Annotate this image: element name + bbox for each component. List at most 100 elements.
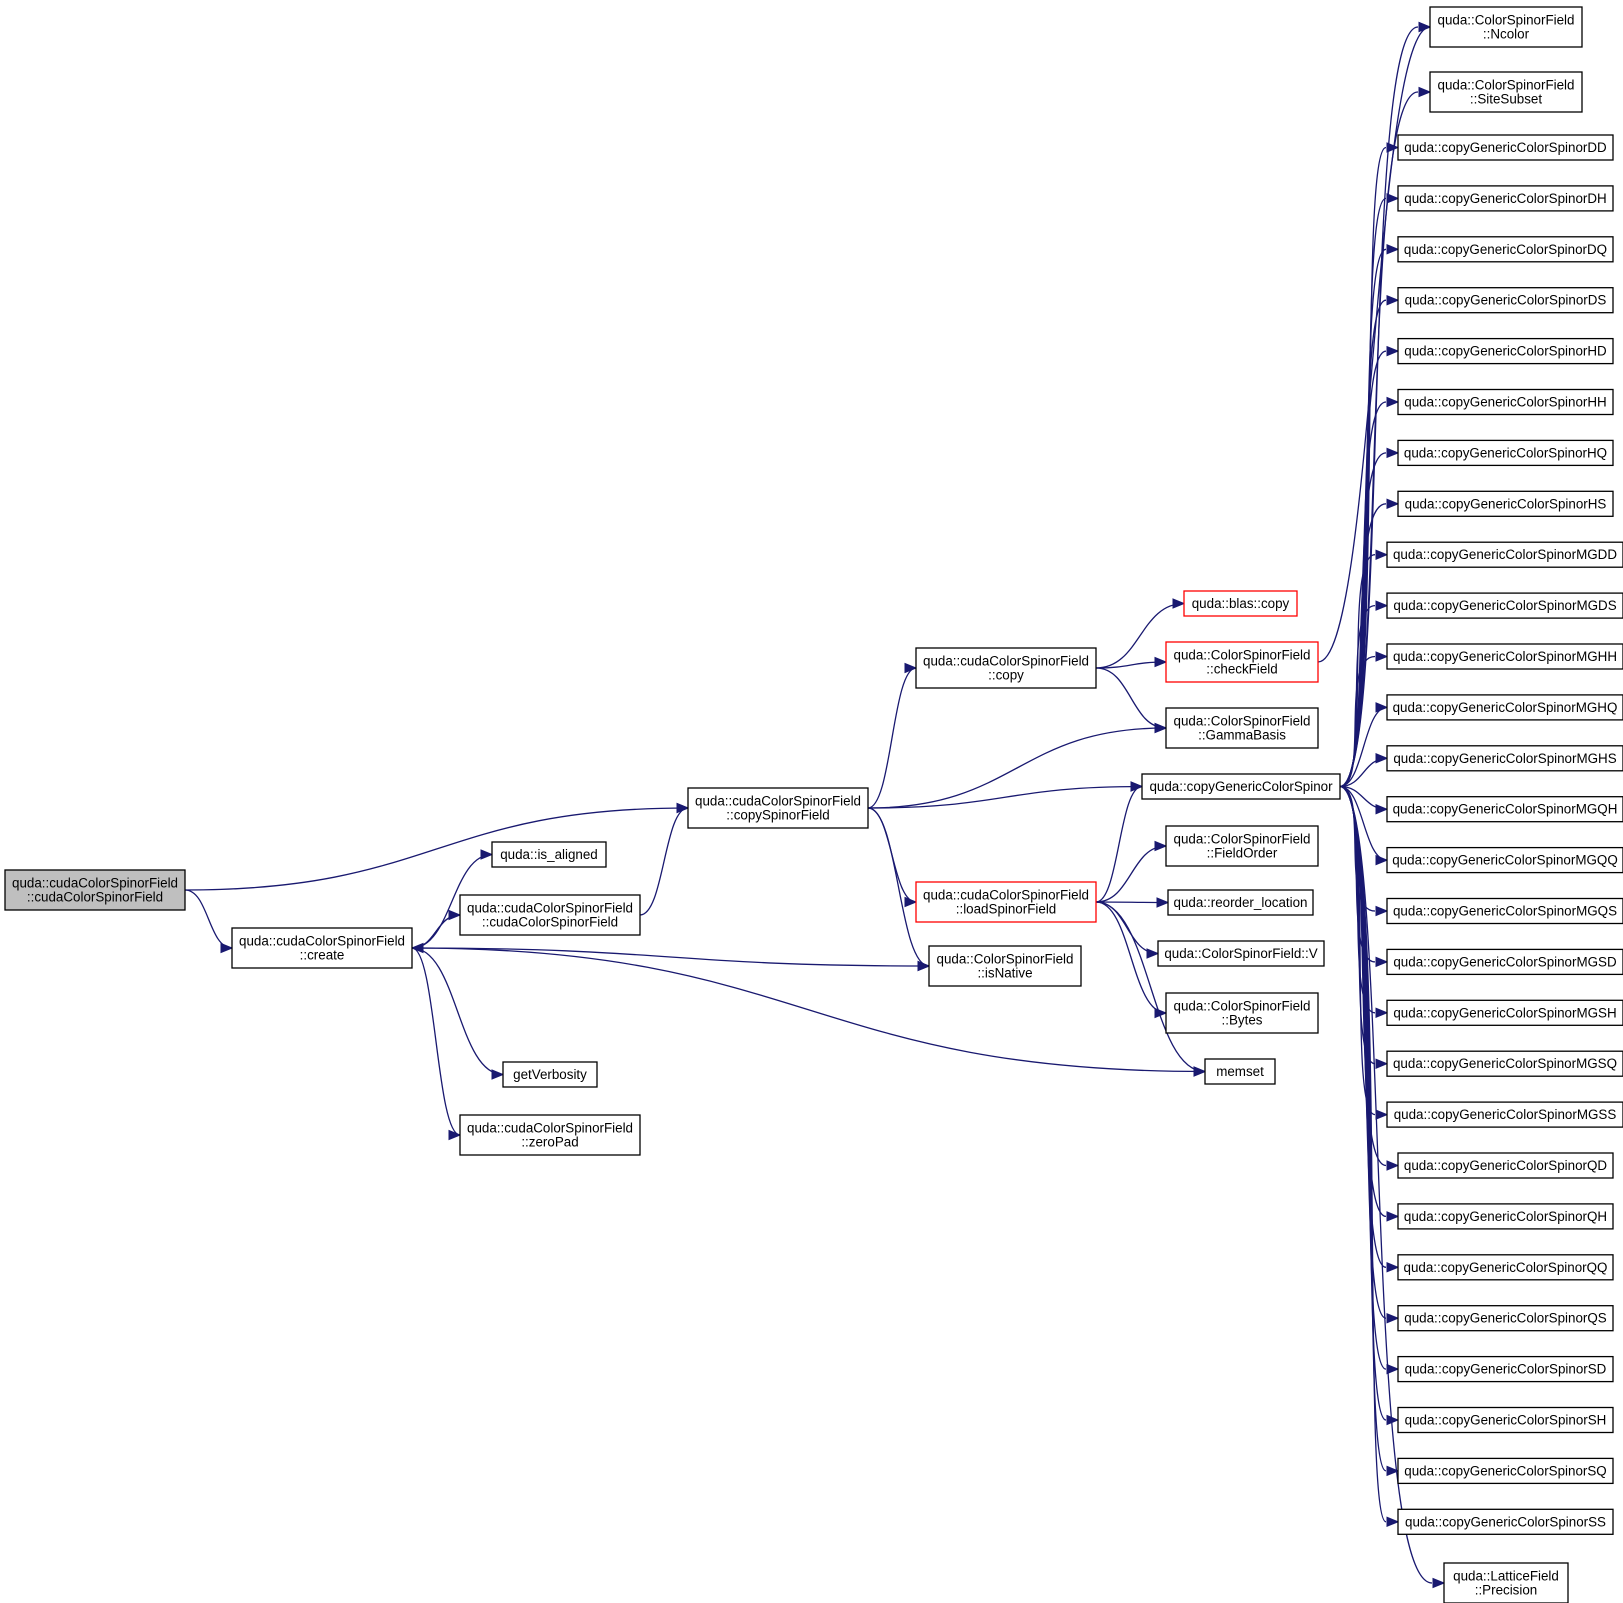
node-MGQQ[interactable]: quda::copyGenericColorSpinorMGQQ: [1386, 846, 1623, 874]
node-zeroPad[interactable]: quda::cudaColorSpinorField::zeroPad: [459, 1114, 641, 1156]
edge-copySF-to-cgcs: [867, 785, 1143, 809]
node-label-line: ::copy: [988, 668, 1024, 683]
node-MGSH[interactable]: quda::copyGenericColorSpinorMGSH: [1386, 999, 1623, 1026]
node-label-line: quda::copyGenericColorSpinorDS: [1405, 293, 1607, 308]
edge-create-to-is_aligned-arrowhead: [480, 849, 494, 860]
node-root[interactable]: quda::cudaColorSpinorField::cudaColorSpi…: [4, 869, 186, 911]
node-precision[interactable]: quda::LatticeField::Precision: [1443, 1562, 1569, 1603]
node-box: [1397, 1508, 1614, 1535]
node-label-line: ::cudaColorSpinorField: [482, 915, 618, 930]
node-MGQS[interactable]: quda::copyGenericColorSpinorMGQS: [1386, 897, 1623, 925]
node-label-line: quda::copyGenericColorSpinorMGQQ: [1392, 853, 1618, 868]
node-box: [491, 841, 607, 868]
node-box: [1386, 1101, 1623, 1128]
node-SS[interactable]: quda::copyGenericColorSpinorSS: [1397, 1508, 1614, 1535]
edge-cgcs-to-MGSS-arrowhead: [1375, 1109, 1389, 1120]
node-MGSQ[interactable]: quda::copyGenericColorSpinorMGSQ: [1386, 1050, 1623, 1077]
node-siteSubset[interactable]: quda::ColorSpinorField::SiteSubset: [1429, 71, 1583, 113]
node-HD[interactable]: quda::copyGenericColorSpinorHD: [1397, 337, 1614, 365]
edge-copy-to-blasCopy-arrowhead: [1172, 598, 1186, 609]
node-box: [1386, 846, 1623, 874]
node-MGDD[interactable]: quda::copyGenericColorSpinorMGDD: [1386, 541, 1623, 568]
node-getVerb[interactable]: getVerbosity: [502, 1061, 598, 1088]
edge-cgcs-to-HQ-arrowhead: [1386, 447, 1400, 459]
node-label-line: quda::ColorSpinorField::V: [1164, 946, 1317, 961]
node-V[interactable]: quda::ColorSpinorField::V: [1157, 940, 1325, 967]
node-label-line: quda::copyGenericColorSpinorMGQS: [1393, 904, 1617, 919]
node-SQ[interactable]: quda::copyGenericColorSpinorSQ: [1397, 1457, 1614, 1485]
node-MGHQ[interactable]: quda::copyGenericColorSpinorMGHQ: [1386, 694, 1623, 721]
node-MGHS[interactable]: quda::copyGenericColorSpinorMGHS: [1386, 745, 1623, 772]
node-isNative[interactable]: quda::ColorSpinorField::isNative: [928, 945, 1082, 987]
node-box: [231, 927, 413, 969]
node-QS[interactable]: quda::copyGenericColorSpinorQS: [1397, 1305, 1614, 1332]
node-HQ[interactable]: quda::copyGenericColorSpinorHQ: [1397, 439, 1614, 467]
node-label-line: quda::copyGenericColorSpinorMGHH: [1393, 649, 1617, 664]
node-label-line: quda::copyGenericColorSpinorQQ: [1404, 1260, 1608, 1275]
node-DH[interactable]: quda::copyGenericColorSpinorDH: [1397, 185, 1614, 212]
node-is_aligned[interactable]: quda::is_aligned: [491, 841, 607, 868]
node-box: [1386, 897, 1623, 925]
node-label-line: quda::reorder_location: [1174, 895, 1308, 910]
edge-cgcs-to-MGDS-arrowhead: [1375, 600, 1389, 611]
call-edges: [184, 21, 1446, 1589]
node-QQ[interactable]: quda::copyGenericColorSpinorQQ: [1397, 1254, 1614, 1281]
edge-loadSF-to-cgcs-arrowhead: [1130, 781, 1144, 792]
node-DD[interactable]: quda::copyGenericColorSpinorDD: [1397, 134, 1614, 161]
node-fieldOrder[interactable]: quda::ColorSpinorField::FieldOrder: [1165, 825, 1319, 867]
node-label-line: ::FieldOrder: [1207, 846, 1278, 861]
edge-copySF-to-isNative-arrowhead: [917, 960, 931, 972]
node-SD[interactable]: quda::copyGenericColorSpinorSD: [1397, 1355, 1614, 1383]
node-label-line: quda::cudaColorSpinorField: [923, 888, 1089, 903]
node-label-line: quda::copyGenericColorSpinorMGSH: [1393, 1005, 1616, 1020]
node-QH[interactable]: quda::copyGenericColorSpinorQH: [1397, 1203, 1614, 1230]
edge-loadSF-to-cgcs: [1095, 785, 1143, 903]
node-gamma[interactable]: quda::ColorSpinorField::GammaBasis: [1165, 707, 1319, 749]
node-copySF[interactable]: quda::cudaColorSpinorField::copySpinorFi…: [687, 787, 869, 829]
edge-copySF-to-copy: [867, 667, 917, 809]
node-QD[interactable]: quda::copyGenericColorSpinorQD: [1397, 1152, 1614, 1179]
node-box: [502, 1061, 598, 1088]
node-blasCopy[interactable]: quda::blas::copy: [1183, 590, 1298, 617]
node-box: [1386, 948, 1623, 976]
node-HS[interactable]: quda::copyGenericColorSpinorHS: [1397, 490, 1614, 517]
node-label-line: quda::copyGenericColorSpinorSQ: [1404, 1463, 1606, 1478]
node-box: [1165, 641, 1319, 683]
node-copy[interactable]: quda::cudaColorSpinorField::copy: [915, 647, 1097, 689]
node-label-line: quda::copyGenericColorSpinorQD: [1404, 1158, 1608, 1173]
node-loadSF[interactable]: quda::cudaColorSpinorField::loadSpinorFi…: [915, 881, 1097, 923]
node-reorder[interactable]: quda::reorder_location: [1167, 889, 1314, 916]
node-box: [915, 647, 1097, 689]
node-box: [1386, 643, 1623, 670]
node-MGSD[interactable]: quda::copyGenericColorSpinorMGSD: [1386, 948, 1623, 976]
edge-copy-to-gamma-arrowhead: [1154, 722, 1168, 734]
node-ncolor[interactable]: quda::ColorSpinorField::Ncolor: [1429, 6, 1583, 48]
node-ccsf2[interactable]: quda::cudaColorSpinorField::cudaColorSpi…: [459, 894, 641, 936]
edge-copySF-to-copy-arrowhead: [904, 662, 918, 674]
node-label-line: quda::ColorSpinorField: [1174, 648, 1311, 663]
node-bytes[interactable]: quda::ColorSpinorField::Bytes: [1165, 992, 1319, 1034]
node-box: [459, 1114, 641, 1156]
node-label-line: ::create: [300, 948, 345, 963]
node-MGHH[interactable]: quda::copyGenericColorSpinorMGHH: [1386, 643, 1623, 670]
node-label-line: quda::cudaColorSpinorField: [695, 794, 861, 809]
node-box: [1397, 388, 1614, 416]
node-cgcs[interactable]: quda::copyGenericColorSpinor: [1141, 773, 1341, 800]
node-create[interactable]: quda::cudaColorSpinorField::create: [231, 927, 413, 969]
edge-cgcs-to-HS-arrowhead: [1386, 498, 1400, 510]
node-MGQH[interactable]: quda::copyGenericColorSpinorMGQH: [1386, 796, 1623, 823]
node-DS[interactable]: quda::copyGenericColorSpinorDS: [1397, 287, 1614, 314]
node-label-line: quda::cudaColorSpinorField: [923, 654, 1089, 669]
node-checkField[interactable]: quda::ColorSpinorField::checkField: [1165, 641, 1319, 683]
node-DQ[interactable]: quda::copyGenericColorSpinorDQ: [1397, 236, 1614, 263]
node-label-line: quda::copyGenericColorSpinorDQ: [1404, 242, 1607, 257]
node-box: [1397, 1457, 1614, 1485]
edge-ccsf2-to-copySF-arrowhead: [676, 802, 690, 814]
node-label-line: quda::copyGenericColorSpinorDH: [1404, 191, 1606, 206]
node-MGDS[interactable]: quda::copyGenericColorSpinorMGDS: [1386, 592, 1623, 619]
node-SH[interactable]: quda::copyGenericColorSpinorSH: [1397, 1406, 1614, 1434]
edge-cgcs-to-HD-arrowhead: [1386, 345, 1400, 357]
node-memset[interactable]: memset: [1204, 1058, 1276, 1085]
node-HH[interactable]: quda::copyGenericColorSpinorHH: [1397, 388, 1614, 416]
node-MGSS[interactable]: quda::copyGenericColorSpinorMGSS: [1386, 1101, 1623, 1128]
